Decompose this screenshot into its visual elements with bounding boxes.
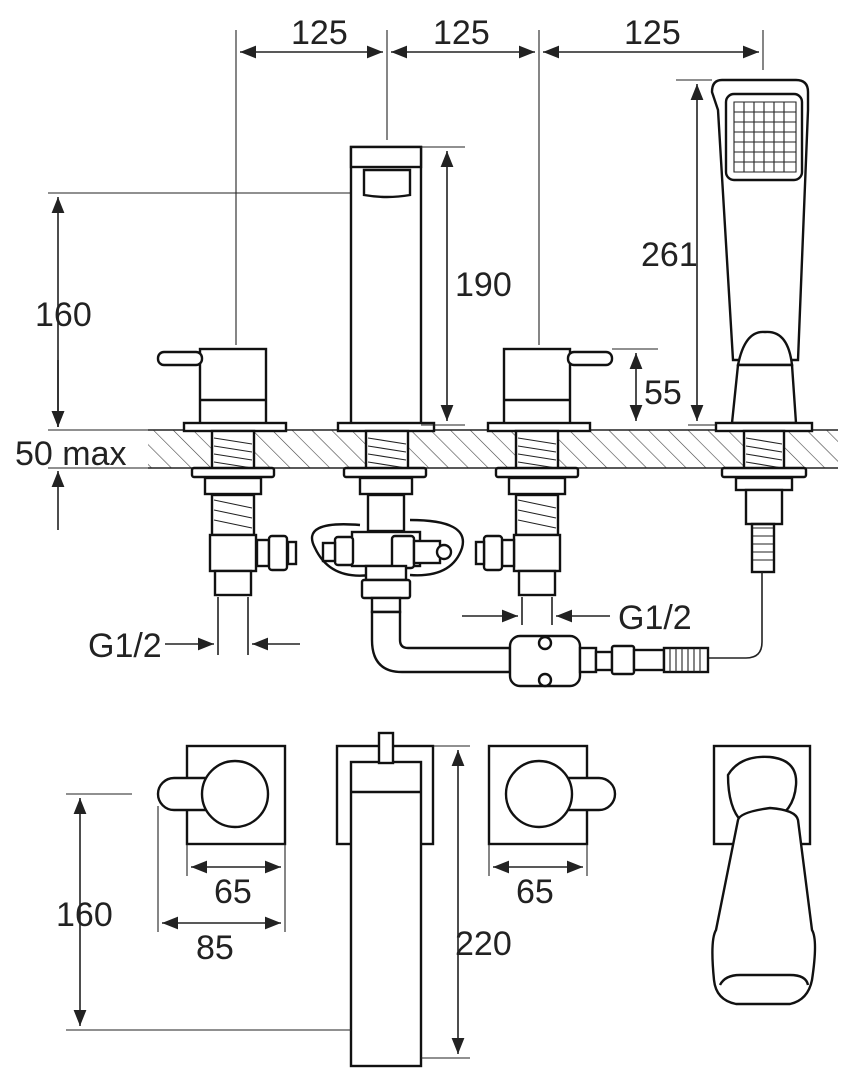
handshower-height-label: 261 bbox=[641, 236, 698, 274]
deck-section: 50 max bbox=[15, 360, 838, 530]
handshower-plan bbox=[711, 744, 817, 1006]
spout-elevation bbox=[310, 145, 512, 674]
thread-right-label: G1/2 bbox=[618, 599, 692, 637]
spout-reach-label: 220 bbox=[455, 925, 512, 963]
spray-nozzles bbox=[733, 101, 797, 173]
spout-height-dimension: 190 bbox=[421, 146, 512, 426]
top-dimension-group: 125 125 125 bbox=[235, 14, 764, 345]
handle-height-label: 160 bbox=[35, 296, 92, 334]
plan-depth-dimension: 160 bbox=[56, 793, 351, 1031]
plan-depth-label: 160 bbox=[56, 896, 113, 934]
right-valve-elevation bbox=[474, 347, 614, 625]
handshower-elevation bbox=[706, 78, 814, 659]
thread-dimension-left: G1/2 bbox=[88, 627, 300, 665]
lever-height-dimension: 55 bbox=[612, 348, 682, 421]
plate-width-left-dimension: 65 bbox=[186, 844, 286, 911]
handle-height-dimension: 160 bbox=[35, 192, 360, 427]
deck-thickness-label: 50 max bbox=[15, 435, 127, 473]
top-dim-3-label: 125 bbox=[624, 14, 681, 52]
top-dim-1-label: 125 bbox=[291, 14, 348, 52]
plate-span-left-dimension: 85 bbox=[157, 806, 286, 967]
top-dim-2-label: 125 bbox=[433, 14, 490, 52]
left-valve-elevation bbox=[156, 347, 298, 655]
spout-reach-dimension: 220 bbox=[421, 745, 512, 1059]
spout-plan bbox=[335, 731, 435, 1068]
plate-width-right-dimension: 65 bbox=[488, 844, 588, 911]
plate-span-left-label: 85 bbox=[196, 929, 234, 967]
thread-left-label: G1/2 bbox=[88, 627, 162, 665]
plate-width-right-label: 65 bbox=[516, 873, 554, 911]
thread-dimension-right: G1/2 bbox=[462, 599, 692, 637]
hose-assembly bbox=[508, 634, 710, 688]
plate-width-left-label: 65 bbox=[214, 873, 252, 911]
lever-height-label: 55 bbox=[644, 374, 682, 412]
spout-height-label: 190 bbox=[455, 266, 512, 304]
handshower-height-dimension: 261 bbox=[641, 79, 716, 426]
left-valve-plan bbox=[156, 744, 287, 846]
right-valve-plan bbox=[487, 744, 617, 846]
